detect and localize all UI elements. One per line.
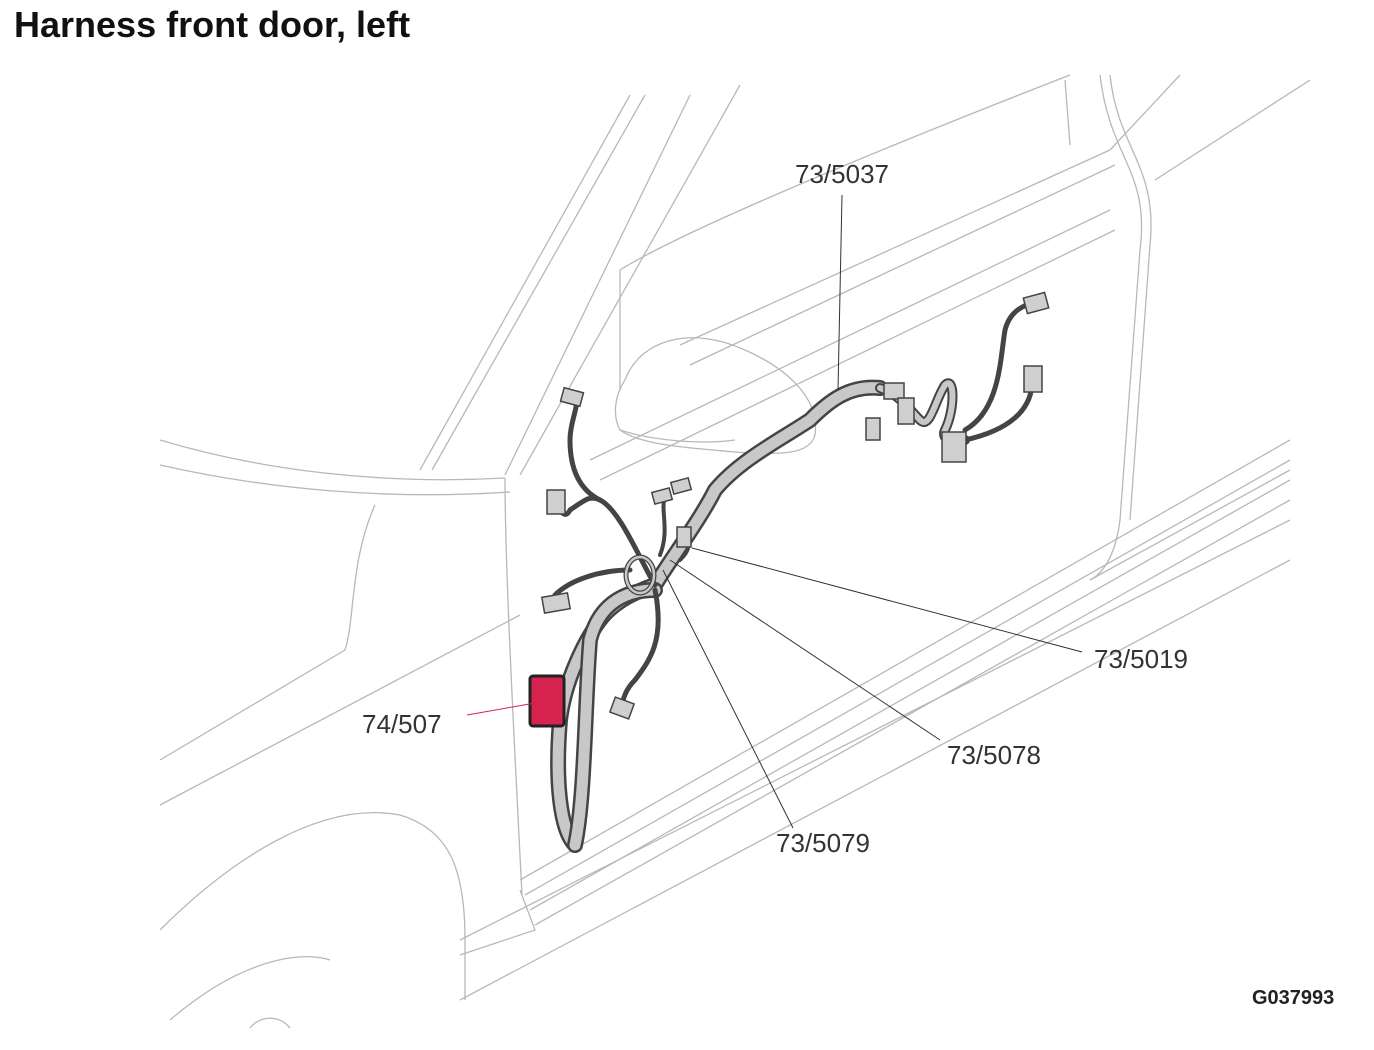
document-id: G037993 [1252, 987, 1334, 1009]
connector-top-left [559, 386, 585, 408]
callout-73-5079: 73/5079 [776, 828, 870, 858]
page-title: Harness front door, left [14, 4, 411, 45]
leader-73-5079 [662, 569, 794, 829]
callout-73-5078: 73/5078 [947, 740, 1041, 770]
leader-73-5019 [691, 547, 1083, 653]
callout-74-507: 74/507 [362, 709, 442, 739]
connector-mid-1 [650, 486, 674, 506]
connector-mid-2 [669, 476, 693, 496]
connector-far-right-1 [1022, 291, 1050, 315]
car-body-outline [159, 74, 1311, 1029]
connector-left [546, 489, 566, 515]
connector-bottom [608, 696, 636, 720]
connector-far-right-2 [1023, 365, 1043, 393]
connector-left-lower [540, 591, 572, 615]
connector-right-2 [897, 397, 915, 425]
connectors [528, 291, 1050, 728]
leader-73-5078 [669, 559, 941, 741]
connector-74-507 [528, 674, 566, 728]
leader-lines [466, 194, 1083, 829]
leader-73-5037 [837, 194, 843, 391]
side-mirror [614, 337, 817, 455]
leader-74-507 [466, 702, 536, 716]
connector-right-1 [883, 382, 905, 400]
callout-73-5019: 73/5019 [1094, 644, 1188, 674]
connector-right-3 [865, 417, 881, 441]
callout-73-5037: 73/5037 [795, 159, 889, 189]
connector-right-4 [941, 431, 967, 463]
connector-mid-3 [676, 526, 692, 548]
